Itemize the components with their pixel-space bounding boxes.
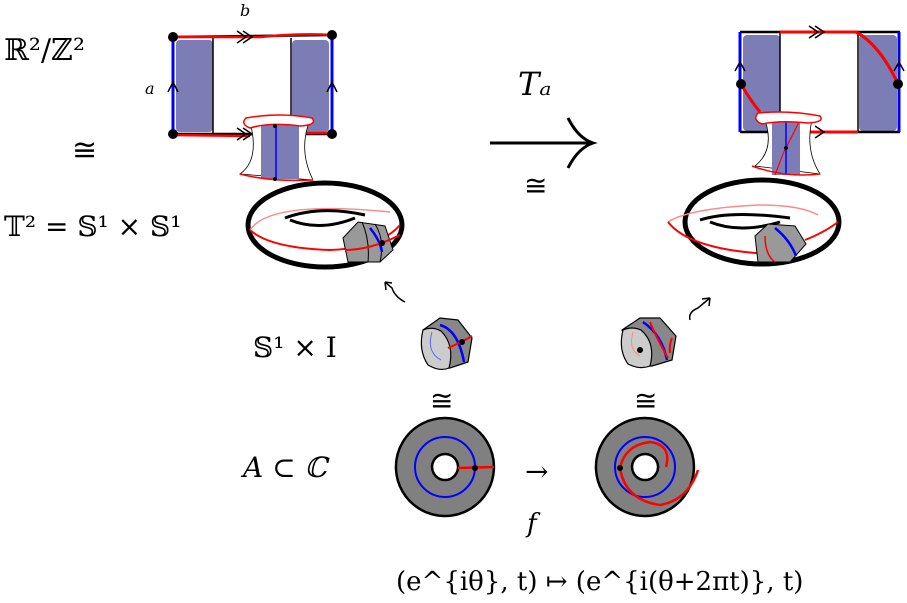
right-annulus: [594, 416, 700, 518]
left-cylinder: [420, 317, 473, 371]
iso-left-symbol: ≅: [72, 133, 97, 168]
inclusion-arrow-left: [384, 281, 406, 303]
left-annulus: [394, 416, 496, 518]
formula-label: (e^{iθ}, t) ↦ (e^{i(θ+2πt)}, t): [396, 567, 803, 597]
right-cylinder: [620, 317, 677, 369]
inclusion-arrow-right: [688, 297, 711, 321]
iso-cylinder-left-symbol: ≅: [430, 384, 453, 417]
annulus-label: A ⊂ ℂ: [240, 451, 330, 484]
edge-b-label: b: [240, 1, 250, 20]
edge-a-label: a: [145, 79, 155, 98]
map-name-label: f: [525, 509, 541, 539]
twist-map-label: Tₐ: [518, 65, 551, 103]
cylinder-label: 𝕊¹ × I: [253, 331, 337, 364]
quotient-label: ℝ²/ℤ²: [4, 33, 85, 68]
right-torus: [667, 177, 842, 267]
map-arrow: →: [525, 455, 548, 488]
torus-label: 𝕋² = 𝕊¹ × 𝕊¹: [4, 210, 181, 243]
left-torus: [245, 180, 405, 270]
iso-twist-symbol: ≅: [524, 169, 547, 202]
right-square: [734, 25, 905, 176]
iso-cylinder-right-symbol: ≅: [634, 384, 657, 417]
left-square: [167, 30, 338, 182]
twist-arrow: [490, 117, 598, 169]
